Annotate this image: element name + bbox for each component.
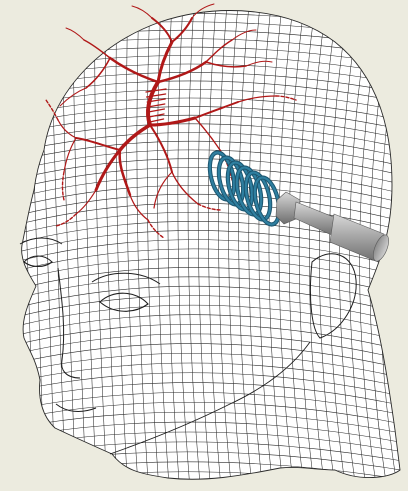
neuron-branch — [66, 28, 84, 40]
mesh-line — [400, 0, 408, 491]
neuron-branch — [84, 40, 110, 58]
mesh-line — [0, 0, 3, 491]
neuron-branch — [132, 6, 152, 18]
mesh-line — [0, 0, 14, 491]
mesh-line — [10, 482, 408, 491]
